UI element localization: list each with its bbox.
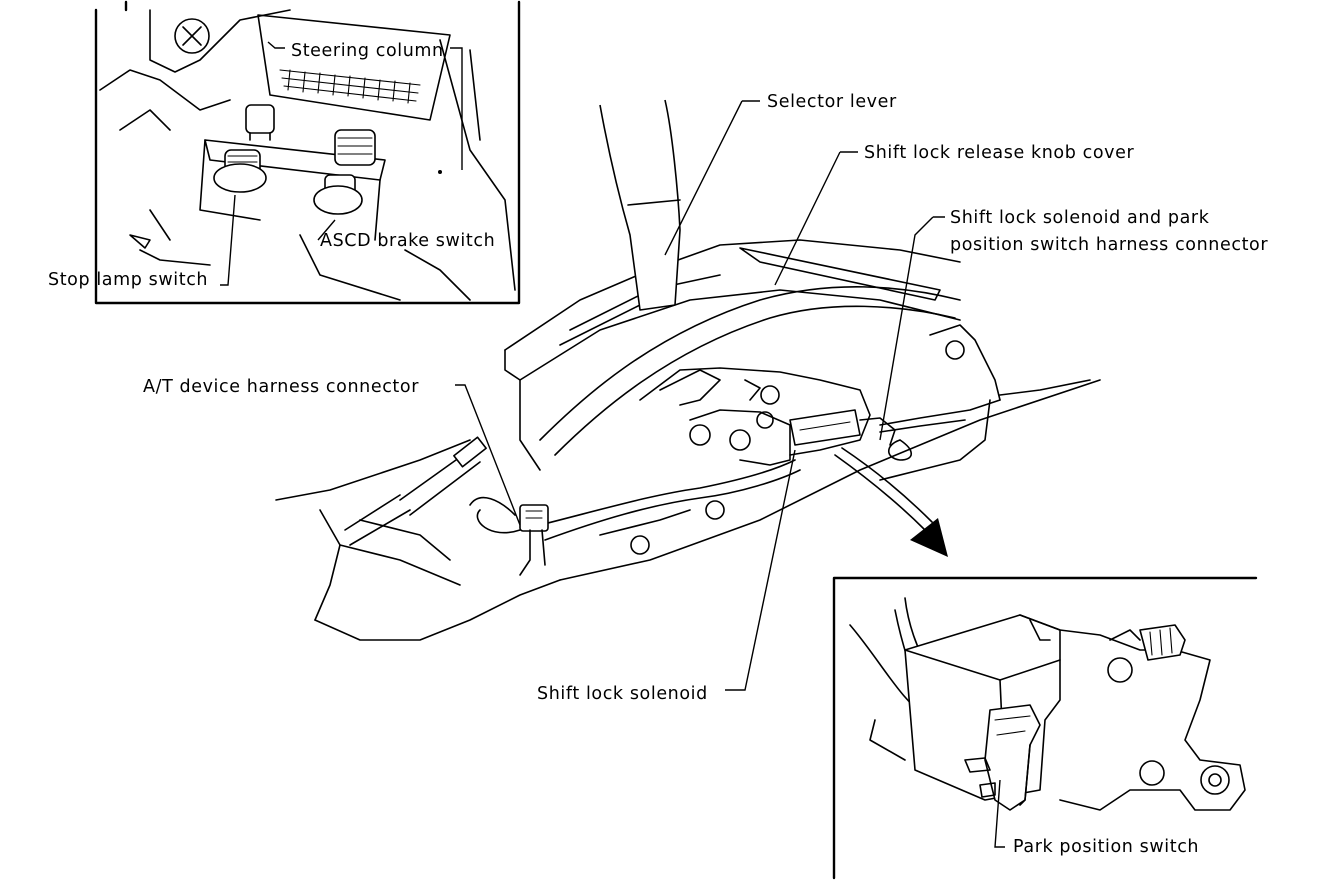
park-position-switch-label: Park position switch [1013, 837, 1199, 857]
main-assembly: Selector lever Shift lock release knob c… [143, 92, 1268, 704]
inset-frame [832, 576, 1258, 880]
shift-lock-solenoid-connector-label-2: position switch harness connector [950, 235, 1268, 255]
stop-lamp-switch-label: Stop lamp switch [48, 270, 208, 290]
at-device-harness-connector-label: A/T device harness connector [143, 377, 419, 397]
park-switch-inset: Park position switch [832, 576, 1258, 880]
selector-lever-icon [599, 99, 681, 311]
shift-lock-solenoid-connector-label-1: Shift lock solenoid and park [950, 208, 1210, 228]
brake-switch-inset: Steering column ASCD brake switch Stop l… [48, 0, 521, 305]
stop-lamp-switch-icon [213, 163, 267, 193]
inset-frame [94, 0, 521, 305]
shift-lock-solenoid-label: Shift lock solenoid [537, 684, 708, 704]
selector-lever-label: Selector lever [767, 92, 897, 112]
asc-brake-switch-label: ASCD brake switch [320, 231, 495, 251]
arrow-icon [910, 518, 948, 557]
ascd-brake-switch-icon [313, 185, 363, 215]
steering-column-label: Steering column [291, 41, 444, 61]
shift-lock-release-knob-cover-label: Shift lock release knob cover [864, 143, 1134, 163]
